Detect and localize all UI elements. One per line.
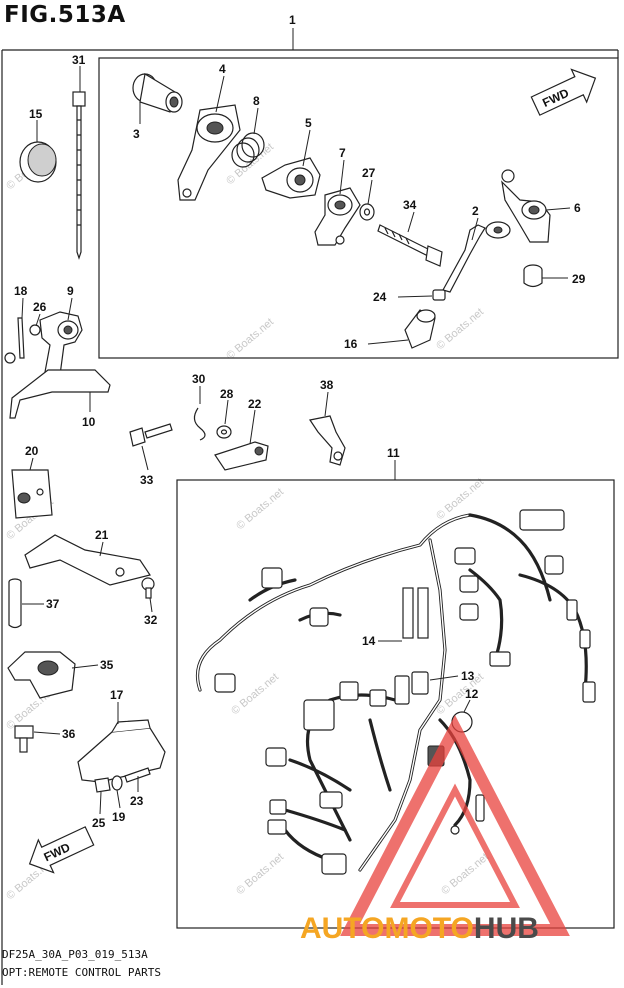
leader-lines	[21, 66, 571, 815]
callout-5: 5	[305, 116, 312, 130]
part-5-cam	[261, 157, 321, 199]
part-21-bracket	[24, 534, 151, 586]
callout-12: 12	[465, 687, 479, 701]
svg-text:AUTOMOTOHUB: AUTOMOTOHUB	[300, 912, 539, 945]
callout-11: 11	[387, 446, 400, 460]
callout-37: 37	[46, 597, 60, 611]
callout-13: 13	[461, 669, 475, 683]
part-33-bolt	[129, 423, 173, 447]
callout-28: 28	[220, 387, 234, 401]
watermark: © Boats.net	[439, 851, 491, 897]
callout-33: 33	[140, 473, 154, 487]
part-28-washer	[216, 425, 232, 439]
watermark: © Boats.net	[234, 486, 286, 532]
callout-25: 25	[92, 816, 106, 830]
part-34-bolt	[377, 224, 443, 267]
part-30-clip	[193, 407, 206, 441]
part-31-cable-tie	[72, 91, 86, 260]
callout-labels: 1 31 15 3 4 8 5 7 27 34 2 6 29 24 16 18 …	[14, 13, 586, 830]
figure-title: FIG.513A	[4, 2, 126, 28]
part-37-sleeve	[8, 578, 22, 629]
part-15-grommet	[19, 141, 57, 183]
callout-34: 34	[403, 198, 417, 212]
brand-triangle	[340, 714, 570, 936]
part-8-spring	[231, 132, 265, 168]
callout-18: 18	[14, 284, 28, 298]
part-4-lever	[177, 104, 241, 201]
figure-caption: OPT:REMOTE CONTROL PARTS	[2, 966, 161, 979]
part-17-bracket	[77, 719, 166, 783]
part-24-collar	[432, 289, 446, 301]
callout-35: 35	[100, 658, 114, 672]
part-20-block	[11, 469, 53, 519]
brand-logo: AUTOMOTOHUB	[300, 714, 570, 945]
brand-name-part1: AUTOMOTO	[300, 912, 474, 945]
part-6-pivot	[501, 169, 551, 243]
callout-15: 15	[29, 107, 43, 121]
callout-32: 32	[144, 613, 158, 627]
brand-name-part2: HUB	[474, 912, 539, 945]
callout-17: 17	[110, 688, 124, 702]
callout-38: 38	[320, 378, 334, 392]
callout-8: 8	[253, 94, 260, 108]
callout-26: 26	[33, 300, 47, 314]
part-36-bolt	[14, 725, 34, 753]
part-9-lever-assembly	[4, 311, 111, 419]
part-16-fitting	[404, 309, 436, 349]
callout-10: 10	[82, 415, 96, 429]
part-2-rod	[442, 221, 511, 293]
callout-23: 23	[130, 794, 144, 808]
callout-6: 6	[574, 201, 581, 215]
part-32-screw	[141, 577, 155, 599]
fwd-arrow-top: FWD	[530, 68, 597, 116]
part-35-plate	[7, 651, 76, 699]
callout-19: 19	[112, 810, 126, 824]
part-38-clip	[309, 415, 346, 466]
callout-22: 22	[248, 397, 262, 411]
watermark: © Boats.net	[229, 671, 281, 717]
callout-36: 36	[62, 727, 76, 741]
callout-14: 14	[362, 634, 376, 648]
watermark: © Boats.net	[234, 851, 286, 897]
callout-16: 16	[344, 337, 358, 351]
callout-1: 1	[289, 13, 296, 27]
part-3-bushing	[132, 73, 183, 113]
part-7-lever	[314, 187, 361, 246]
callout-29: 29	[572, 272, 586, 286]
box-assembly-1	[98, 57, 619, 359]
callout-30: 30	[192, 372, 206, 386]
callout-3: 3	[133, 127, 140, 141]
part-23-stud	[124, 767, 151, 783]
part-27-washer	[359, 203, 375, 221]
part-29-bushing	[523, 264, 543, 288]
part-22-link	[214, 441, 269, 471]
callout-20: 20	[25, 444, 39, 458]
callout-9: 9	[67, 284, 74, 298]
figure-code: DF25A_30A_P03_019_513A	[2, 948, 148, 961]
callout-7: 7	[339, 146, 346, 160]
watermark: © Boats.net	[224, 316, 276, 362]
callout-27: 27	[362, 166, 376, 180]
part-19-washer	[111, 775, 123, 791]
callout-4: 4	[219, 62, 226, 76]
callout-24: 24	[373, 290, 387, 304]
callout-21: 21	[95, 528, 109, 542]
callout-31: 31	[72, 53, 86, 67]
watermark: © Boats.net	[434, 306, 486, 352]
part-25-nut	[94, 777, 111, 793]
callout-2: 2	[472, 204, 479, 218]
